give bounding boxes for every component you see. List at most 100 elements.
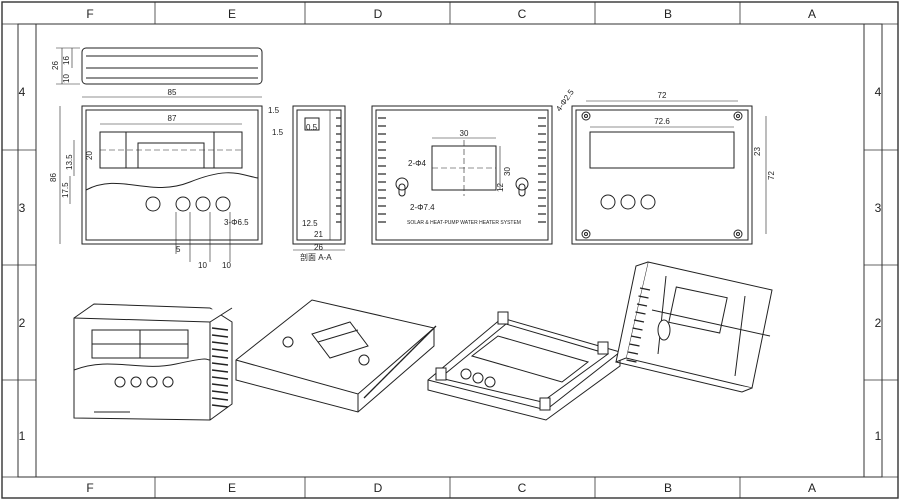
iso-back-view [235,299,435,413]
iso-angled-vents [626,287,651,363]
vent-slot [211,390,229,394]
dim-front-85: 85 [168,88,177,97]
vent-slot [429,325,437,333]
dim-back-30w: 30 [460,129,469,138]
dim-front-20: 20 [85,151,94,160]
dim-side-21: 21 [314,230,323,239]
vent-slot [626,359,637,363]
vent-slot [399,355,407,363]
vent-slot [639,287,651,291]
zone-col-top-e: E [228,7,236,21]
vent-slot [375,379,383,387]
vent-slot [211,404,229,408]
vent-slot [633,319,645,323]
dim-back-30h: 30 [503,167,512,176]
vent-slot [627,351,639,355]
dim-inner-72-6: 72.6 [654,117,670,126]
zone-col-bottom-d: D [374,481,383,495]
inner-view [571,100,767,245]
dim-side-0-5: 0.5 [306,123,318,132]
zone-col-top-a: A [808,7,816,21]
vent-slot [635,311,646,315]
zone-row-left-3: 3 [19,201,26,215]
iso-angled-view [615,261,773,393]
dim-side-12-5: 12.5 [302,219,318,228]
dim-inner-holes: 4-Φ2.5 [554,87,576,113]
iso-front-view [73,303,233,421]
vent-slot [638,295,649,299]
zone-row-left-4: 4 [19,85,26,99]
vent-slot [630,335,642,339]
zone-col-top-d: D [374,7,383,21]
vent-slot [211,397,229,401]
front-view [59,96,263,262]
back-title-block: SOLAR & HEAT-PUMP WATER HEATER SYSTEM [407,220,521,226]
vent-slot [369,385,377,393]
vent-slot [211,327,229,331]
top-view [56,47,263,85]
zone-col-bottom-e: E [228,481,236,495]
vent-slot [211,334,229,338]
dim-back-12: 12 [496,183,505,192]
back-view [371,105,553,245]
zone-row-right-1: 1 [875,429,882,443]
dim-inner-72h: 72 [767,171,776,180]
zone-col-top-b: B [664,7,672,21]
dim-front-holes: 3-Φ6.5 [224,218,249,227]
dim-top-10: 10 [62,74,71,83]
vent-slot [211,348,229,352]
zone-row-right-2: 2 [875,316,882,330]
dim-inner-23: 23 [753,147,762,156]
zone-col-top-f: F [86,7,93,21]
vent-slot [211,376,229,380]
zone-row-left-2: 2 [19,316,26,330]
dim-front-10b: 10 [222,261,231,270]
dim-inner-72w: 72 [658,91,667,100]
vent-slot [211,362,229,366]
vent-slot [417,337,425,345]
vent-slot [387,367,395,375]
zone-col-bottom-f: F [86,481,93,495]
iso-back-vents [363,325,437,399]
dim-side-26: 26 [314,243,323,252]
dim-back-slot2: 2-Φ7.4 [410,203,435,212]
vent-slot [211,341,229,345]
iso-tray-view [427,311,621,421]
section-label: 剖面 A-A [300,252,332,262]
vent-slot [629,343,640,347]
dim-side-1-5: 1.5 [272,128,284,137]
dim-front-87: 87 [168,114,177,123]
side-section-view [292,105,346,245]
zone-col-top-c: C [518,7,527,21]
iso-front-vents [211,327,229,408]
dim-top-26: 26 [51,61,60,70]
zone-col-bottom-b: B [664,481,672,495]
vent-slot [405,349,413,357]
dim-front-17-5: 17.5 [61,182,70,198]
zone-row-right-3: 3 [875,201,882,215]
vent-slot [632,327,643,331]
vent-slot [211,383,229,387]
vent-slot [211,369,229,373]
zone-row-left-1: 1 [19,429,26,443]
zone-row-right-4: 4 [875,85,882,99]
vent-slot [423,331,431,339]
dim-front-86: 86 [49,173,58,182]
vent-slot [363,391,371,399]
dim-top-16: 16 [62,56,71,65]
vent-slot [211,355,229,359]
dim-front-10a: 10 [198,261,207,270]
vent-slot [636,303,648,307]
vent-slot [393,361,401,369]
back-vents-right [538,117,546,223]
dim-back-slot: 2-Φ4 [408,159,426,168]
dim-front-5: 5 [176,245,181,254]
back-vents-left [378,117,386,223]
dim-front-13-5: 13.5 [65,154,74,170]
zone-col-bottom-a: A [808,481,816,495]
zone-col-bottom-c: C [518,481,527,495]
vent-slot [381,373,389,381]
